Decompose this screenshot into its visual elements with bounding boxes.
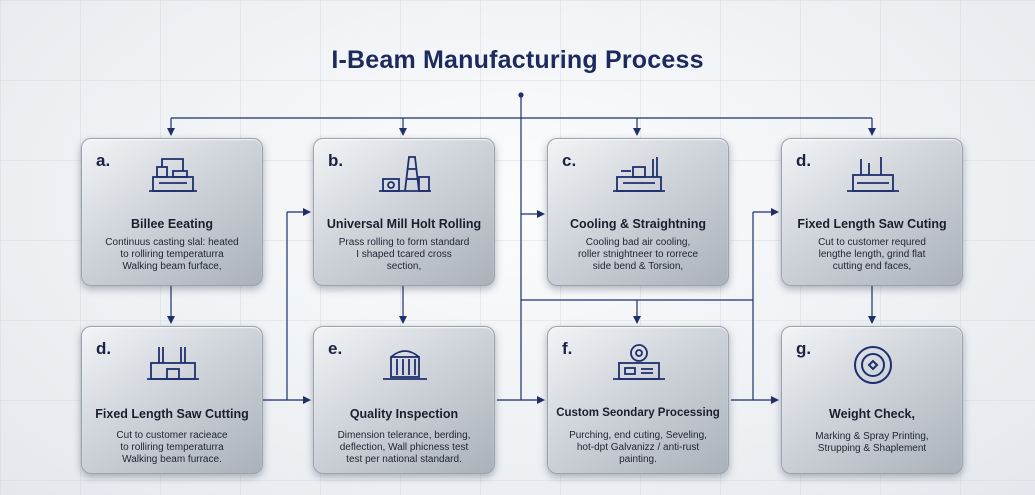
step-letter: e.: [328, 339, 343, 358]
step-letter: b.: [328, 151, 344, 170]
step-description: Purching, end cuting, Seveling, hot-dpt …: [569, 430, 707, 465]
factory-icon: [147, 347, 199, 380]
step-letter: f.: [562, 339, 573, 358]
saw-factory-icon: [847, 157, 899, 192]
step-title: Custom Seondary Processing: [556, 407, 720, 419]
furnace-icon: [149, 158, 197, 192]
step-title: Quality Inspection: [349, 407, 459, 421]
rolling-mill-icon: [379, 156, 431, 192]
step-title: Cooling & Straightning: [569, 217, 707, 231]
step-card-d-lower: d. Fixed Length Saw Cutting Cut to custo…: [81, 326, 263, 474]
step-title: Weight Check,: [829, 407, 915, 421]
step-description: Dimension telerance, berding, deflection…: [337, 430, 471, 465]
step-letter: d.: [96, 339, 112, 358]
processing-machine-icon: [613, 344, 665, 380]
step-letter: a.: [96, 151, 111, 170]
step-card-e: e. Quality Inspection Dimension teleranc…: [313, 326, 495, 474]
step-card-f: f. Custom Seondary Processing Purching, …: [547, 326, 729, 474]
step-description: Marking & Spray Printing, Strupping & Sh…: [815, 431, 929, 454]
inspection-building-icon: [383, 350, 427, 380]
step-title: Fixed Length Saw Cuting: [797, 217, 947, 231]
step-card-a: a. Billee Eeating Continuus casting slal…: [81, 138, 263, 286]
weight-check-icon: [854, 346, 892, 384]
step-description: Prass rolling to form standard I shaped …: [338, 237, 470, 272]
top-node-dot: [518, 92, 524, 98]
step-description: Cut to customer requred lengthe length, …: [818, 237, 926, 272]
step-letter: d.: [796, 151, 812, 170]
step-title: Billee Eeating: [131, 217, 213, 231]
step-card-d: d. Fixed Length Saw Cuting Cut to custom…: [781, 138, 963, 286]
step-card-g: g. Weight Check, Marking & Spray Printin…: [781, 326, 963, 474]
step-description: Cooling bad air cooling, roller stnightn…: [577, 237, 699, 272]
step-title: Fixed Length Saw Cutting: [95, 407, 249, 421]
page-title: I-Beam Manufacturing Process: [331, 46, 704, 74]
step-description: Continuus casting slal: heated to rollir…: [105, 237, 239, 272]
step-title: Universal Mill Holt Rolling: [326, 217, 482, 231]
step-card-c: c. Cooling & Straightning Cooling bad ai…: [547, 138, 729, 286]
step-letter: c.: [562, 151, 577, 170]
step-description: Cut to customer racieace to rolliring te…: [116, 430, 228, 465]
cooling-plant-icon: [613, 157, 665, 192]
step-letter: g.: [796, 339, 812, 358]
step-card-b: b. Universal Mill Holt Rolling Prass rol…: [313, 138, 495, 286]
